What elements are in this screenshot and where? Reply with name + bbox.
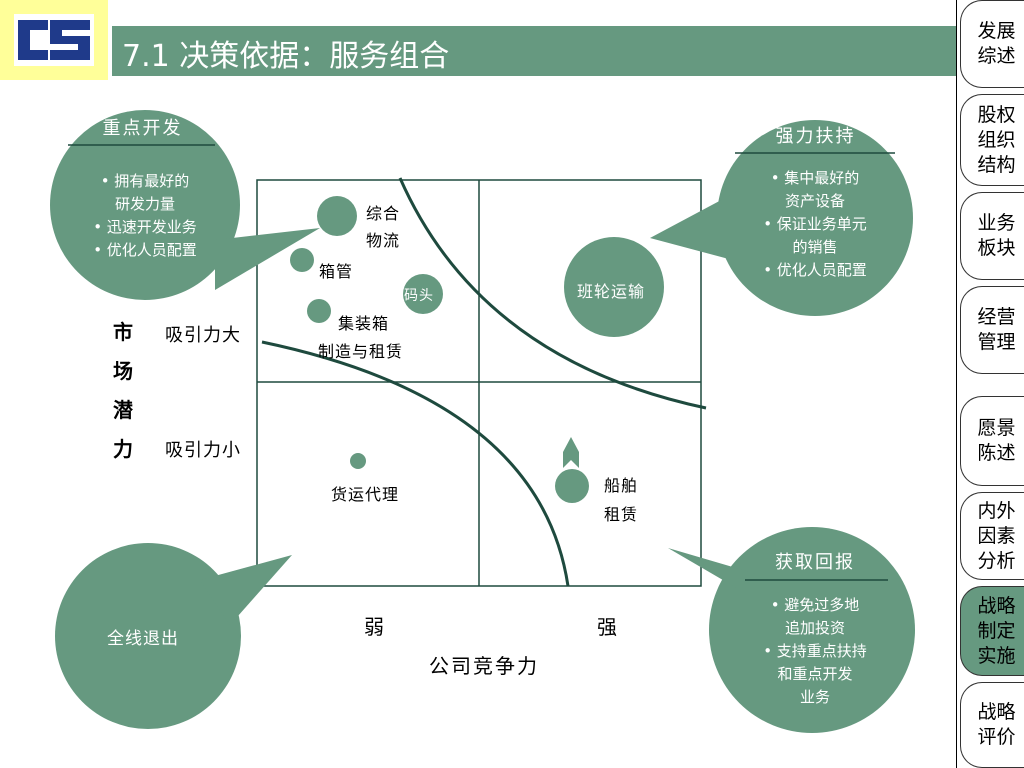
- callout-develop-list: • 拥有最好的 研发力量 • 迅速开发业务 • 优化人员配置: [65, 170, 225, 262]
- terminal-dot: [403, 274, 443, 314]
- nav-tab-label: 发展综述: [977, 20, 1016, 67]
- lower-boundary-curve: [261, 340, 570, 587]
- freight-agent-label: 货运代理: [331, 485, 400, 504]
- cosco-logo-icon: [14, 14, 94, 66]
- callout-develop-item: • 优化人员配置: [93, 241, 197, 259]
- tube-label: 箱管: [319, 262, 354, 281]
- x-weak-label: 弱: [364, 615, 385, 639]
- y-high-label: 吸引力大: [165, 325, 241, 346]
- callout-harvest-list: • 避免过多地 追加投资 • 支持重点扶持 和重点开发 业务: [735, 594, 895, 709]
- callout-develop-item: 研发力量: [114, 195, 175, 213]
- nav-tab-label: 内外因素分析: [977, 499, 1016, 572]
- ship-leasing-label-line2: 租赁: [604, 505, 639, 524]
- callout-harvest-item: 和重点开发: [777, 665, 853, 683]
- nav-tab-label: 战略评价: [977, 701, 1016, 748]
- callout-develop-item: • 迅速开发业务: [93, 218, 197, 236]
- nav-tab-ownership[interactable]: 股权组织结构: [960, 94, 1024, 186]
- callout-support-list: • 集中最好的 资产设备 • 保证业务单元 的销售 • 优化人员配置: [735, 167, 895, 282]
- nav-tab-operations[interactable]: 经营管理: [960, 286, 1024, 374]
- portfolio-matrix: [50, 110, 915, 733]
- callout-harvest-item: • 避免过多地: [770, 596, 860, 614]
- nav-tab-business[interactable]: 业务板块: [960, 192, 1024, 280]
- y-low-label: 吸引力小: [165, 440, 241, 461]
- page-title: 7.1 决策依据：服务组合: [122, 39, 450, 74]
- callout-support-bubble: [650, 120, 913, 316]
- callout-harvest-item: 追加投资: [784, 619, 845, 637]
- nav-tab-label: 经营管理: [977, 306, 1016, 353]
- logistics-label: 综合物流: [366, 200, 406, 254]
- ship-leasing-dot: [555, 469, 589, 503]
- callout-support-item: • 集中最好的: [770, 169, 860, 187]
- nav-tab-evaluation[interactable]: 战略评价: [960, 682, 1024, 768]
- logistics-label-text: 综合物流: [366, 204, 401, 250]
- callout-support-item: 资产设备: [784, 192, 845, 210]
- container-mfg-label-line2: 制造与租赁: [318, 342, 404, 361]
- y-axis-label: 市场潜力: [113, 320, 133, 461]
- section-nav: 发展综述 股权组织结构 业务板块 经营管理 愿景陈述 内外因素分析 战略制定实施…: [956, 0, 1024, 768]
- terminal-label: 码头: [404, 288, 434, 304]
- nav-tab-label: 战略制定实施: [977, 594, 1016, 667]
- nav-tab-label: 股权组织结构: [977, 103, 1016, 176]
- callout-exit-title: 全线退出: [107, 629, 179, 649]
- upward-arrow-icon: [563, 437, 579, 468]
- callout-harvest-item: 业务: [799, 688, 830, 706]
- callout-support-item: • 优化人员配置: [763, 261, 867, 279]
- nav-tab-label: 愿景陈述: [977, 417, 1016, 464]
- x-strong-label: 强: [597, 615, 618, 639]
- freight-agent-dot: [350, 453, 366, 469]
- nav-tab-factors[interactable]: 内外因素分析: [960, 492, 1024, 580]
- x-axis-label: 公司竞争力: [429, 654, 539, 678]
- ship-leasing-label-line1: 船舶: [604, 476, 639, 495]
- callout-develop-title: 重点开发: [102, 118, 183, 139]
- nav-tab-vision[interactable]: 愿景陈述: [960, 396, 1024, 486]
- callout-develop-item: • 拥有最好的: [100, 172, 190, 190]
- callout-harvest-bubble: [668, 527, 915, 733]
- callout-harvest-item: • 支持重点扶持: [763, 642, 867, 660]
- title-bar: 7.1 决策依据：服务组合: [112, 26, 956, 76]
- upper-boundary-curve: [398, 177, 707, 410]
- liner-label: 班轮运输: [577, 282, 646, 301]
- nav-tab-label: 业务板块: [977, 212, 1016, 259]
- company-logo: [0, 0, 108, 80]
- callout-exit-bubble: [55, 543, 292, 729]
- tube-dot: [290, 248, 314, 272]
- nav-tab-overview[interactable]: 发展综述: [960, 0, 1024, 88]
- callout-support-title: 强力扶持: [775, 126, 856, 147]
- callout-support-item: • 保证业务单元: [763, 215, 867, 233]
- nav-tab-strategy[interactable]: 战略制定实施: [960, 586, 1024, 676]
- callout-support-item: 的销售: [792, 238, 838, 256]
- logistics-dot: [317, 196, 357, 236]
- container-mfg-dot: [307, 299, 331, 323]
- callout-develop-bubble: [50, 110, 320, 300]
- container-mfg-label-line1: 集装箱: [338, 314, 390, 333]
- liner-dot: [564, 237, 664, 337]
- callout-harvest-title: 获取回报: [775, 552, 855, 573]
